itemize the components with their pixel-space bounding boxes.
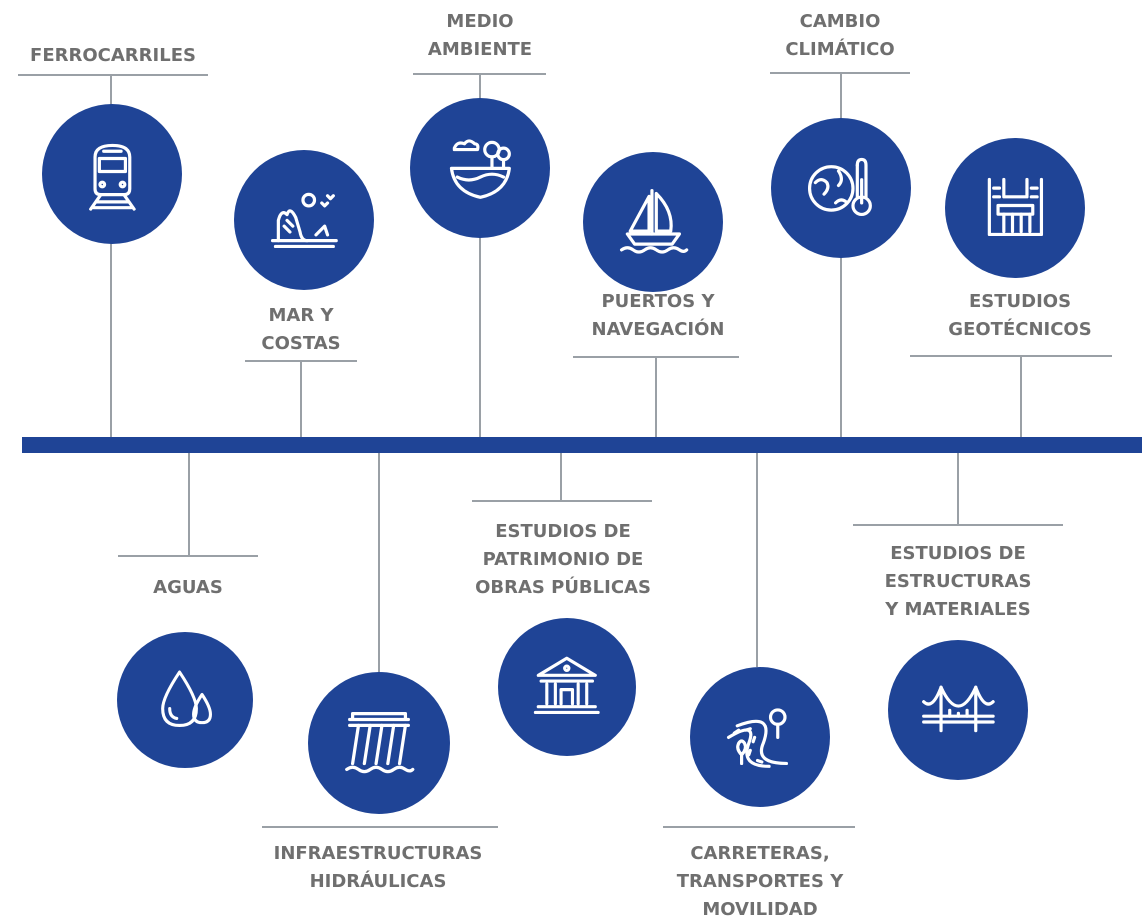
label-mar-costas: MAR Y COSTAS — [226, 302, 376, 358]
carreteras-connector — [756, 453, 758, 667]
train-icon — [42, 104, 182, 244]
mar-costas-connector — [300, 360, 302, 437]
label-puertos-line-2: NAVEGACIÓN — [591, 319, 725, 340]
label-estructuras-line-1: ESTUDIOS DE — [890, 543, 1026, 564]
label-hidraulicas-line-1: INFRAESTRUCTURAS — [273, 843, 483, 864]
coast-icon — [234, 150, 374, 290]
label-patrimonio-line-3: OBRAS PÚBLICAS — [475, 577, 651, 598]
label-geotecnicos: ESTUDIOS GEOTÉCNICOS — [925, 288, 1115, 344]
label-ferrocarriles-line-1: FERROCARRILES — [30, 45, 196, 66]
label-estructuras-line-3: Y MATERIALES — [885, 599, 1031, 620]
label-cambio-climatico-line-1: CAMBIO — [799, 11, 881, 32]
label-carreteras: CARRETERAS, TRANSPORTES Y MOVILIDAD — [640, 840, 880, 922]
globe-thermometer-icon — [771, 118, 911, 258]
geotecnicos-label-underline — [910, 355, 1112, 357]
foundation-icon — [945, 138, 1085, 278]
label-medio-ambiente-line-2: AMBIENTE — [427, 39, 533, 60]
label-cambio-climatico-line-2: CLIMÁTICO — [785, 39, 895, 60]
road-icon — [690, 667, 830, 807]
label-patrimonio: ESTUDIOS DE PATRIMONIO DE OBRAS PÚBLICAS — [443, 518, 683, 602]
timeline-bar — [22, 437, 1142, 453]
label-geotecnicos-line-2: GEOTÉCNICOS — [948, 319, 1092, 340]
ferrocarriles-connector — [110, 75, 112, 437]
patrimonio-label-underline — [472, 500, 652, 502]
label-aguas: AGUAS — [108, 574, 268, 602]
estructuras-label-underline — [853, 524, 1063, 526]
label-mar-costas-line-2: COSTAS — [261, 333, 341, 354]
hidraulicas-label-underline — [262, 826, 498, 828]
ferrocarriles-label-underline — [18, 74, 208, 76]
classical-building-icon — [498, 618, 636, 756]
carreteras-label-underline — [663, 826, 855, 828]
hidraulicas-connector — [378, 453, 380, 672]
label-puertos-navegacion: PUERTOS Y NAVEGACIÓN — [568, 288, 748, 344]
label-patrimonio-line-2: PATRIMONIO DE — [482, 549, 644, 570]
label-puertos-line-1: PUERTOS Y — [601, 291, 715, 312]
puertos-connector — [655, 357, 657, 437]
label-estructuras-line-2: ESTRUCTURAS — [884, 571, 1032, 592]
label-hidraulicas: INFRAESTRUCTURAS HIDRÁULICAS — [248, 840, 508, 896]
label-estructuras: ESTUDIOS DE ESTRUCTURAS Y MATERIALES — [848, 540, 1068, 624]
sailboat-icon — [583, 152, 723, 292]
water-drops-icon — [117, 632, 253, 768]
dam-icon — [308, 672, 450, 814]
label-medio-ambiente-line-1: MEDIO — [446, 11, 514, 32]
label-patrimonio-line-1: ESTUDIOS DE — [495, 521, 631, 542]
label-geotecnicos-line-1: ESTUDIOS — [968, 291, 1072, 312]
label-medio-ambiente: MEDIO AMBIENTE — [400, 8, 560, 64]
aguas-label-underline — [118, 555, 258, 557]
label-ferrocarriles: FERROCARRILES — [8, 42, 218, 70]
patrimonio-connector — [560, 453, 562, 501]
estructuras-connector — [957, 453, 959, 525]
label-aguas-line-1: AGUAS — [153, 577, 223, 598]
label-mar-costas-line-1: MAR Y — [268, 305, 334, 326]
label-carreteras-line-1: CARRETERAS, — [690, 843, 830, 864]
label-hidraulicas-line-2: HIDRÁULICAS — [309, 871, 447, 892]
label-cambio-climatico: CAMBIO CLIMÁTICO — [770, 8, 910, 64]
label-carreteras-line-2: TRANSPORTES Y — [676, 871, 844, 892]
geotecnicos-connector — [1020, 356, 1022, 437]
label-carreteras-line-3: MOVILIDAD — [702, 899, 818, 920]
medio-ambiente-connector — [479, 74, 481, 437]
bridge-icon — [888, 640, 1028, 780]
environment-icon — [410, 98, 550, 238]
aguas-connector — [188, 453, 190, 555]
